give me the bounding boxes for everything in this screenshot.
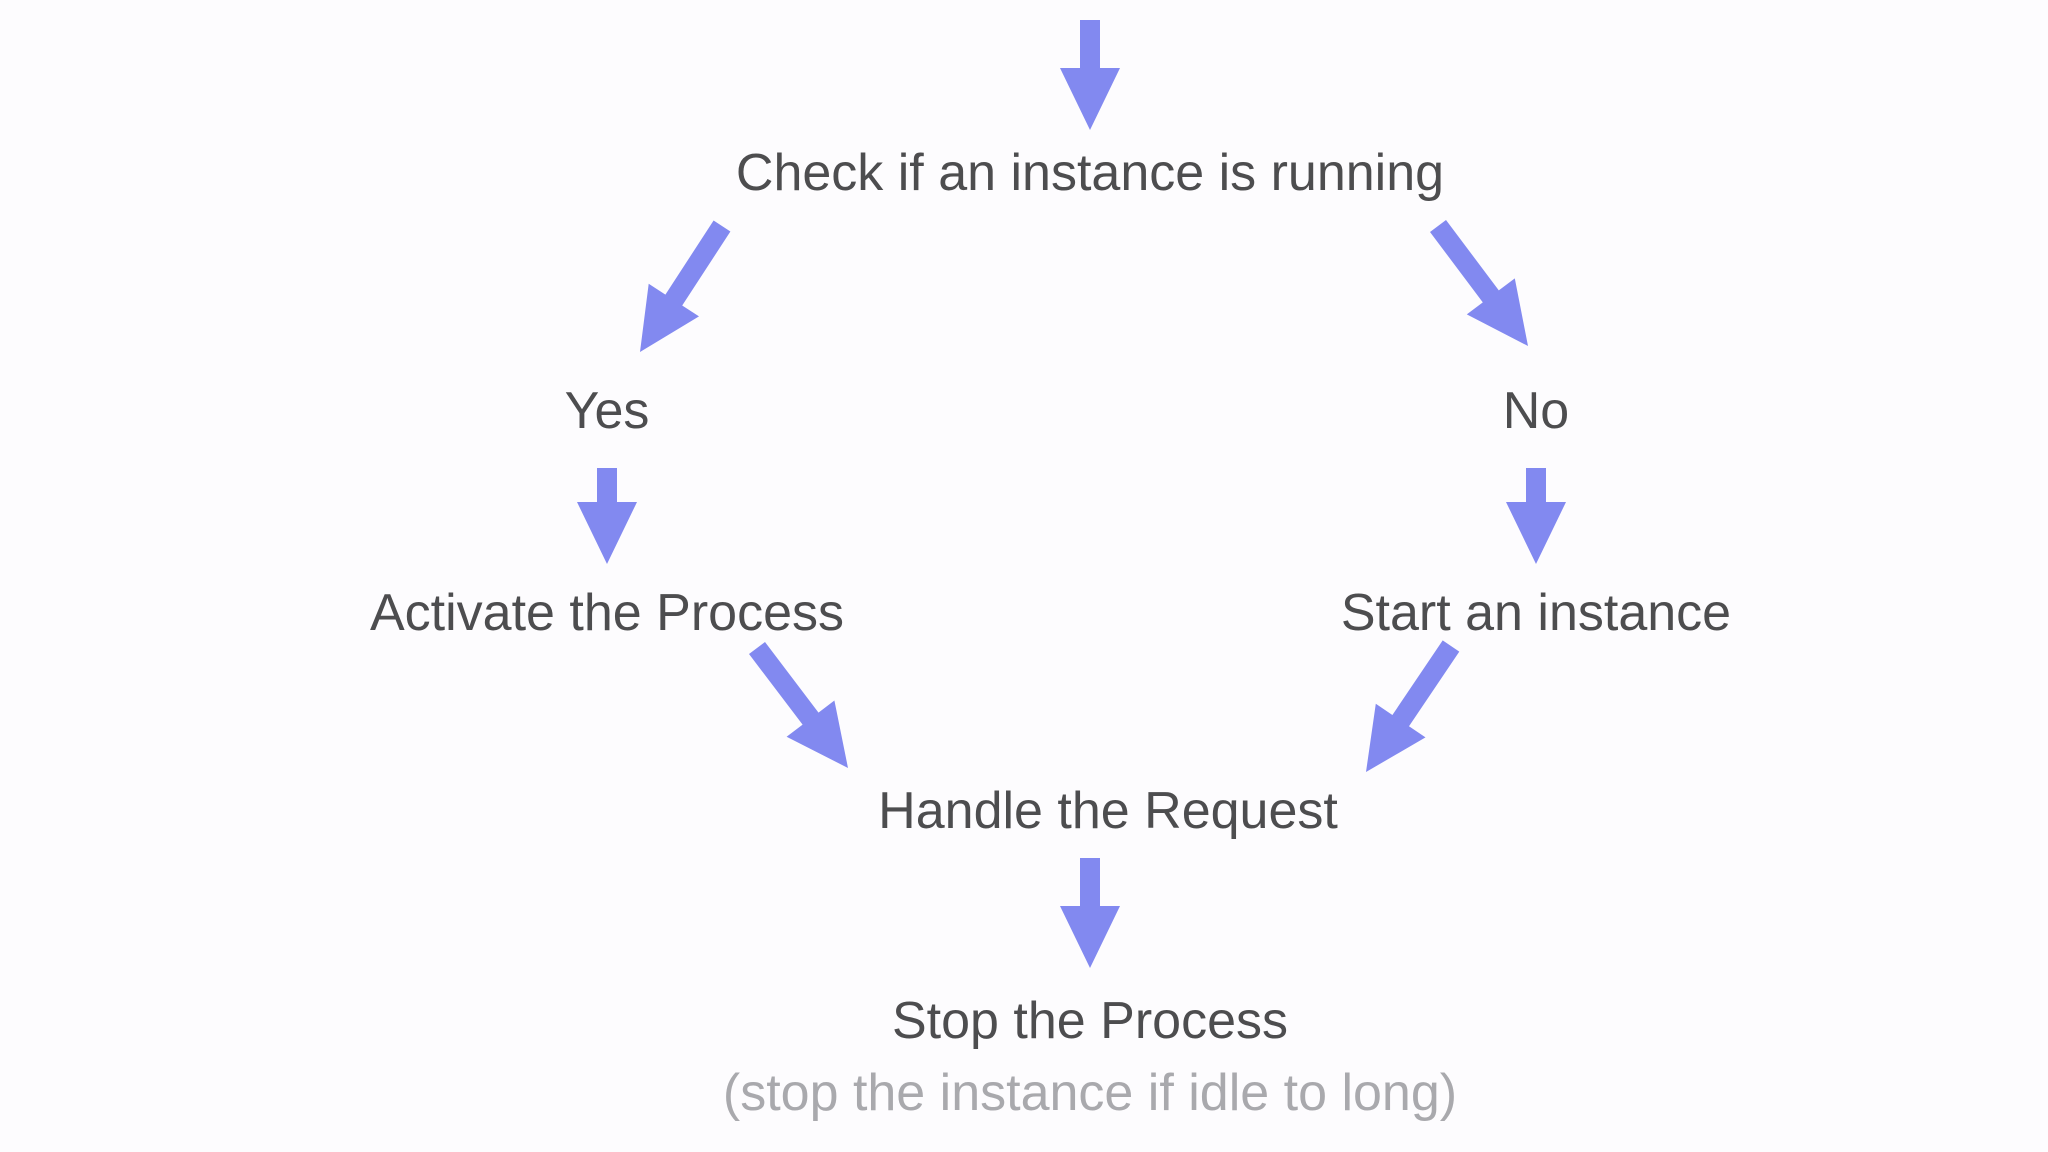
node-start: Start an instance [1341, 584, 1731, 642]
arrow-check-to-no [1430, 220, 1528, 346]
arrow-handle-to-stop [1060, 858, 1120, 968]
node-handle: Handle the Request [878, 782, 1338, 840]
arrow-no-to-start [1506, 468, 1566, 564]
arrow-activate-to-handle [749, 642, 848, 768]
arrow-check-to-yes [640, 220, 731, 352]
arrow-yes-to-activate [577, 468, 637, 564]
node-yes: Yes [565, 382, 650, 440]
arrow-entry-to-check [1060, 20, 1120, 130]
node-activate: Activate the Process [370, 584, 844, 642]
arrows-layer [577, 20, 1566, 968]
node-stop: Stop the Process [892, 992, 1288, 1050]
arrow-start-to-handle [1366, 640, 1460, 772]
node-stop-note: (stop the instance if idle to long) [723, 1064, 1457, 1122]
node-check: Check if an instance is running [736, 144, 1444, 202]
node-no: No [1503, 382, 1569, 440]
